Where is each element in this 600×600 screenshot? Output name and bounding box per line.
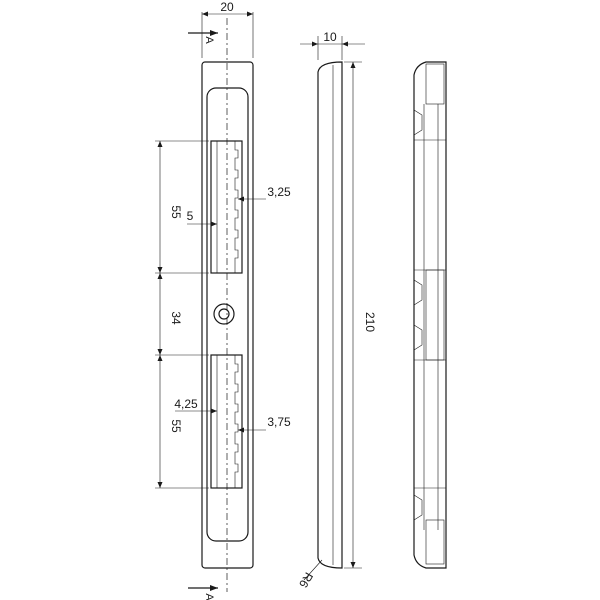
section-marker-bottom: A xyxy=(188,585,218,600)
length-dimension: 210 xyxy=(344,61,377,569)
upper-slot-depth: 3,25 xyxy=(267,185,291,199)
radius-callout: R6 xyxy=(296,559,323,591)
side-view: 10 210 R6 xyxy=(296,30,377,590)
slot-spacing-dimensions: 55 34 55 xyxy=(155,140,209,489)
section-view xyxy=(413,61,447,569)
lower-slot-depth: 3,75 xyxy=(267,415,291,429)
section-label-bottom: A xyxy=(203,593,215,600)
width-value: 20 xyxy=(220,0,234,14)
upper-slot xyxy=(210,140,243,274)
lower-slot-detail-dims: 4,25 3,75 xyxy=(174,397,291,433)
upper-slot-detail-dims: 5 3,25 xyxy=(187,185,291,227)
plate-recess xyxy=(206,87,249,542)
lower-slot-length: 55 xyxy=(169,419,183,433)
length-value: 210 xyxy=(363,312,377,332)
radius-value: R6 xyxy=(296,570,316,591)
screw-hole xyxy=(213,303,235,325)
thickness-dimension: 10 xyxy=(300,30,365,60)
section-label-top: A xyxy=(203,36,215,44)
slot-spacing: 34 xyxy=(169,311,183,325)
lower-slot xyxy=(210,354,243,489)
side-profile xyxy=(317,61,343,569)
lower-slot-width: 4,25 xyxy=(174,397,198,411)
plate-outline xyxy=(201,61,254,569)
section-marker-top: A xyxy=(188,30,218,44)
front-view: 20 A A 55 34 55 5 xyxy=(155,0,291,600)
width-dimension: 20 xyxy=(201,0,254,58)
upper-slot-width: 5 xyxy=(187,209,194,223)
thickness-value: 10 xyxy=(323,30,337,44)
upper-slot-length: 55 xyxy=(169,205,183,219)
section-outline xyxy=(413,61,447,569)
